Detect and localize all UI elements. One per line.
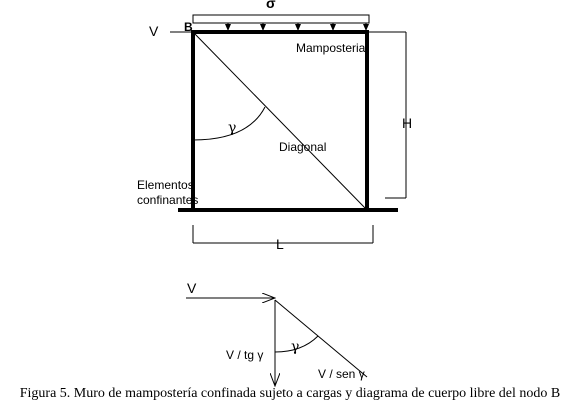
v-sen-label: V / sen γ: [318, 367, 365, 381]
confined-wall: [178, 30, 398, 212]
confinantes-label: confinantes: [137, 193, 198, 207]
node-b-label: B: [184, 20, 193, 34]
free-body-diagram: [186, 298, 368, 386]
distributed-load: [192, 14, 370, 31]
l-label: L: [276, 236, 284, 252]
mamposteria-label: Mamposteria: [296, 41, 366, 55]
figure-caption: Figura 5. Muro de mampostería confinada …: [19, 386, 561, 401]
dimension-h: [369, 31, 407, 199]
v-label: V: [149, 23, 159, 39]
gamma-arc-wall: [192, 106, 266, 141]
sigma-label: σ: [266, 0, 276, 11]
v-fbd-label: V: [187, 280, 197, 296]
gamma-wall-label: γ: [228, 120, 236, 136]
h-label: H: [402, 115, 412, 131]
dimension-l: [192, 225, 374, 244]
diagonal-label: Diagonal: [279, 140, 326, 154]
elementos-label: Elementos: [137, 178, 194, 192]
gamma-fbd-label: γ: [291, 339, 299, 355]
v-tg-label: V / tg γ: [226, 348, 263, 362]
diagonal-line: [192, 31, 368, 211]
